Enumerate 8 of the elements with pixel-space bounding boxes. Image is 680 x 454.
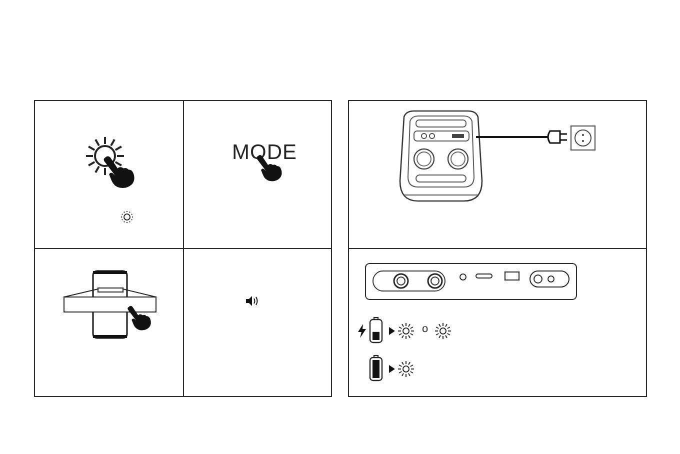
- instruction-panel: [183, 248, 332, 397]
- mode-label: MODE: [232, 141, 297, 165]
- instruction-panel: [348, 248, 647, 397]
- instruction-panel: [34, 248, 184, 397]
- instruction-panel: [34, 100, 184, 249]
- instruction-panel: [348, 100, 647, 249]
- instruction-panel: [183, 100, 332, 249]
- or-word: o: [422, 324, 428, 335]
